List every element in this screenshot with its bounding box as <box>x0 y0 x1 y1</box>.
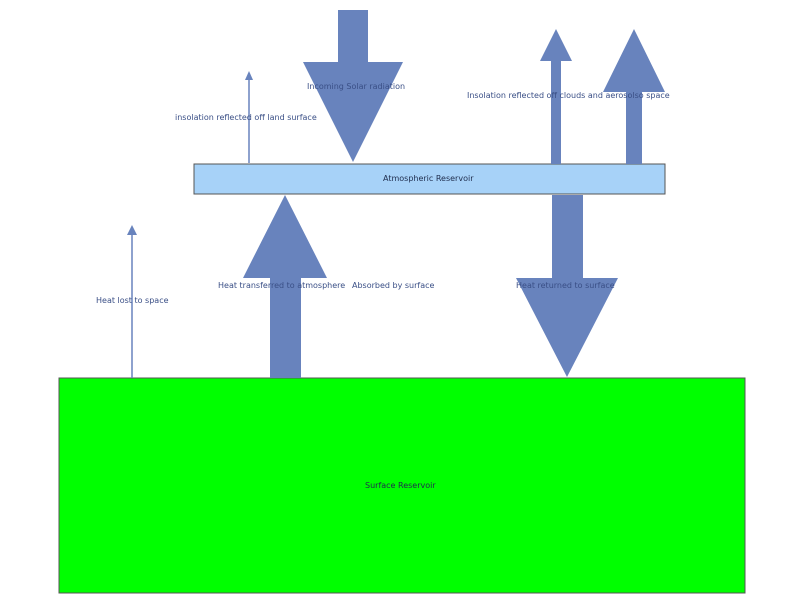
heat-lost-arrow-head <box>127 225 137 235</box>
incoming-solar-label: Incoming Solar radiation <box>307 82 406 91</box>
surface-reservoir-box <box>58 377 746 594</box>
reflected-land-label: insolation reflected off land surface <box>175 113 317 122</box>
heat-transferred-arrow <box>243 195 327 378</box>
reflected-clouds-arrow-left <box>540 29 572 164</box>
incoming-solar-arrow <box>303 10 403 162</box>
heat-returned-arrow <box>516 195 618 377</box>
reflected-clouds-label: Insolation reflected off clouds and aero… <box>467 91 670 100</box>
heat-transferred-label: Heat transferred to atmosphere <box>218 281 346 290</box>
absorbed-by-surface-label: Absorbed by surface <box>352 281 435 290</box>
heat-returned-label: Heat returned to surface <box>516 281 615 290</box>
reflected-clouds-arrow-right <box>603 29 665 164</box>
surface-reservoir-label: Surface Reservoir <box>365 481 436 490</box>
heat-lost-label: Heat lost to space <box>96 296 169 305</box>
atmospheric-reservoir-box <box>193 163 666 195</box>
reflected-land-arrow-head <box>245 71 253 80</box>
atmospheric-reservoir-label: Atmospheric Reservoir <box>383 174 474 183</box>
